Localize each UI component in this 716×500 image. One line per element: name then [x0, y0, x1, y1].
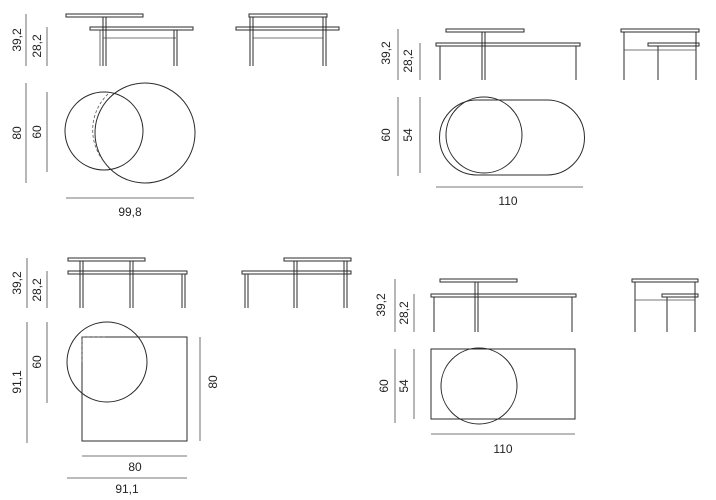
- plan-view-bottom-right: [430, 347, 576, 425]
- dim-depth-small-label: 60: [30, 125, 44, 139]
- front-elevation-top-left: [65, 13, 194, 66]
- side-elevation-top-left: [235, 13, 340, 66]
- panel-bottom-right: 39,2 28,2 60 54 110: [374, 278, 699, 456]
- dim-height-total-label: 39,2: [10, 28, 24, 52]
- dim-depth-square-label: 80: [206, 375, 220, 389]
- dim-depth-total-label: 91,1: [10, 370, 24, 394]
- dim-height-total-label: 39,2: [10, 271, 24, 295]
- dim-depth-small-label: 54: [397, 379, 411, 393]
- dim-width-total-label: 91,1: [115, 482, 139, 496]
- panel-top-left: 39,2 28,2 80 60 99,8: [10, 13, 340, 219]
- panel-top-right: 39,2 28,2 60 54 110: [379, 28, 700, 208]
- panel-bottom-left: 39,2 28,2 91,1 60 80 80 91,1: [10, 257, 352, 496]
- dim-height-total-label: 39,2: [374, 293, 388, 317]
- dim-width-total-label: 110: [498, 194, 517, 208]
- dim-height-low-label: 28,2: [397, 301, 411, 325]
- dim-depth-total-label: 80: [10, 126, 24, 140]
- dim-depth-small-label: 60: [30, 355, 44, 369]
- dim-width-total-label: 110: [493, 442, 512, 456]
- plan-view-top-left: [64, 82, 196, 184]
- dim-depth-total-label: 60: [377, 379, 391, 393]
- dim-height-low-label: 28,2: [30, 278, 44, 302]
- dim-depth-small-label: 54: [401, 128, 415, 142]
- dim-height-low-label: 28,2: [401, 49, 415, 73]
- dim-width-square-label: 80: [128, 460, 142, 474]
- dim-width-total-label: 99,8: [118, 205, 142, 219]
- dim-depth-total-label: 60: [379, 128, 393, 142]
- side-elevation-bottom-right: [631, 278, 699, 332]
- plan-view-top-right: [439, 96, 585, 176]
- front-elevation-top-right: [435, 28, 581, 80]
- plan-view-bottom-left: [66, 321, 188, 442]
- dim-height-low-label: 28,2: [30, 34, 44, 58]
- front-elevation-bottom-right: [430, 278, 577, 332]
- side-elevation-bottom-left: [241, 257, 352, 308]
- front-elevation-bottom-left: [67, 257, 188, 308]
- dim-height-total-label: 39,2: [379, 41, 393, 65]
- side-elevation-top-right: [620, 28, 700, 80]
